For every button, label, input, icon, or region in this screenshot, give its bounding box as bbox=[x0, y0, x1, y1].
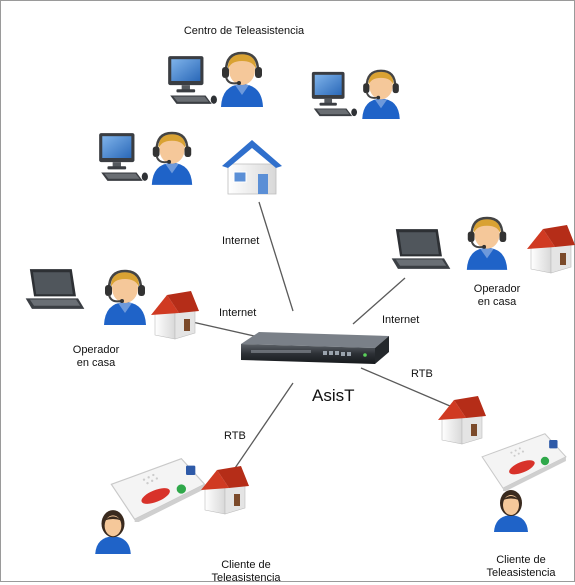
teleassistance-device-icon bbox=[480, 431, 568, 491]
hub-label: AsisT bbox=[312, 386, 355, 405]
right-operator-label-line1: Operador bbox=[473, 283, 521, 295]
house-blue-icon bbox=[219, 138, 285, 196]
operator-headset-icon bbox=[147, 131, 197, 185]
left-client-label-line1: Cliente de bbox=[221, 559, 271, 571]
link-right-operator bbox=[352, 277, 406, 325]
desktop-computer-icon bbox=[95, 131, 149, 185]
link-label-internet-right: Internet bbox=[382, 314, 420, 326]
link-label-internet-left: Internet bbox=[219, 307, 257, 319]
right-client-label-line2: Teleasistencia bbox=[486, 567, 556, 579]
right-client-label-line1: Cliente de bbox=[496, 554, 546, 566]
left-client-label-line2: Teleasistencia bbox=[211, 572, 281, 584]
client-person-icon bbox=[492, 488, 530, 532]
link-label-internet-center: Internet bbox=[222, 235, 260, 247]
laptop-icon bbox=[23, 267, 87, 311]
desktop-computer-icon bbox=[164, 54, 218, 108]
desktop-computer-icon bbox=[308, 70, 358, 120]
operator-headset-icon bbox=[215, 51, 269, 107]
operator-headset-icon bbox=[357, 69, 405, 119]
operator-headset-icon bbox=[462, 215, 512, 271]
house-red-icon bbox=[151, 291, 199, 341]
link-center bbox=[258, 201, 294, 312]
house-red-icon bbox=[201, 466, 249, 516]
left-operator-label-line1: Operador bbox=[72, 344, 120, 356]
link-left-client bbox=[232, 382, 294, 472]
house-red-icon bbox=[527, 225, 575, 275]
link-label-rtb-right: RTB bbox=[411, 368, 433, 380]
client-person-icon bbox=[93, 508, 133, 554]
house-red-icon bbox=[438, 396, 486, 446]
left-operator-label-line2: en casa bbox=[76, 357, 116, 369]
center-title: Centro de Teleasistencia bbox=[183, 25, 305, 37]
link-label-rtb-left: RTB bbox=[224, 430, 246, 442]
right-operator-label-line2: en casa bbox=[477, 296, 517, 308]
asist-server-icon bbox=[241, 332, 389, 364]
operator-headset-icon bbox=[99, 269, 151, 325]
link-right-client bbox=[360, 367, 458, 410]
laptop-icon bbox=[389, 227, 453, 271]
